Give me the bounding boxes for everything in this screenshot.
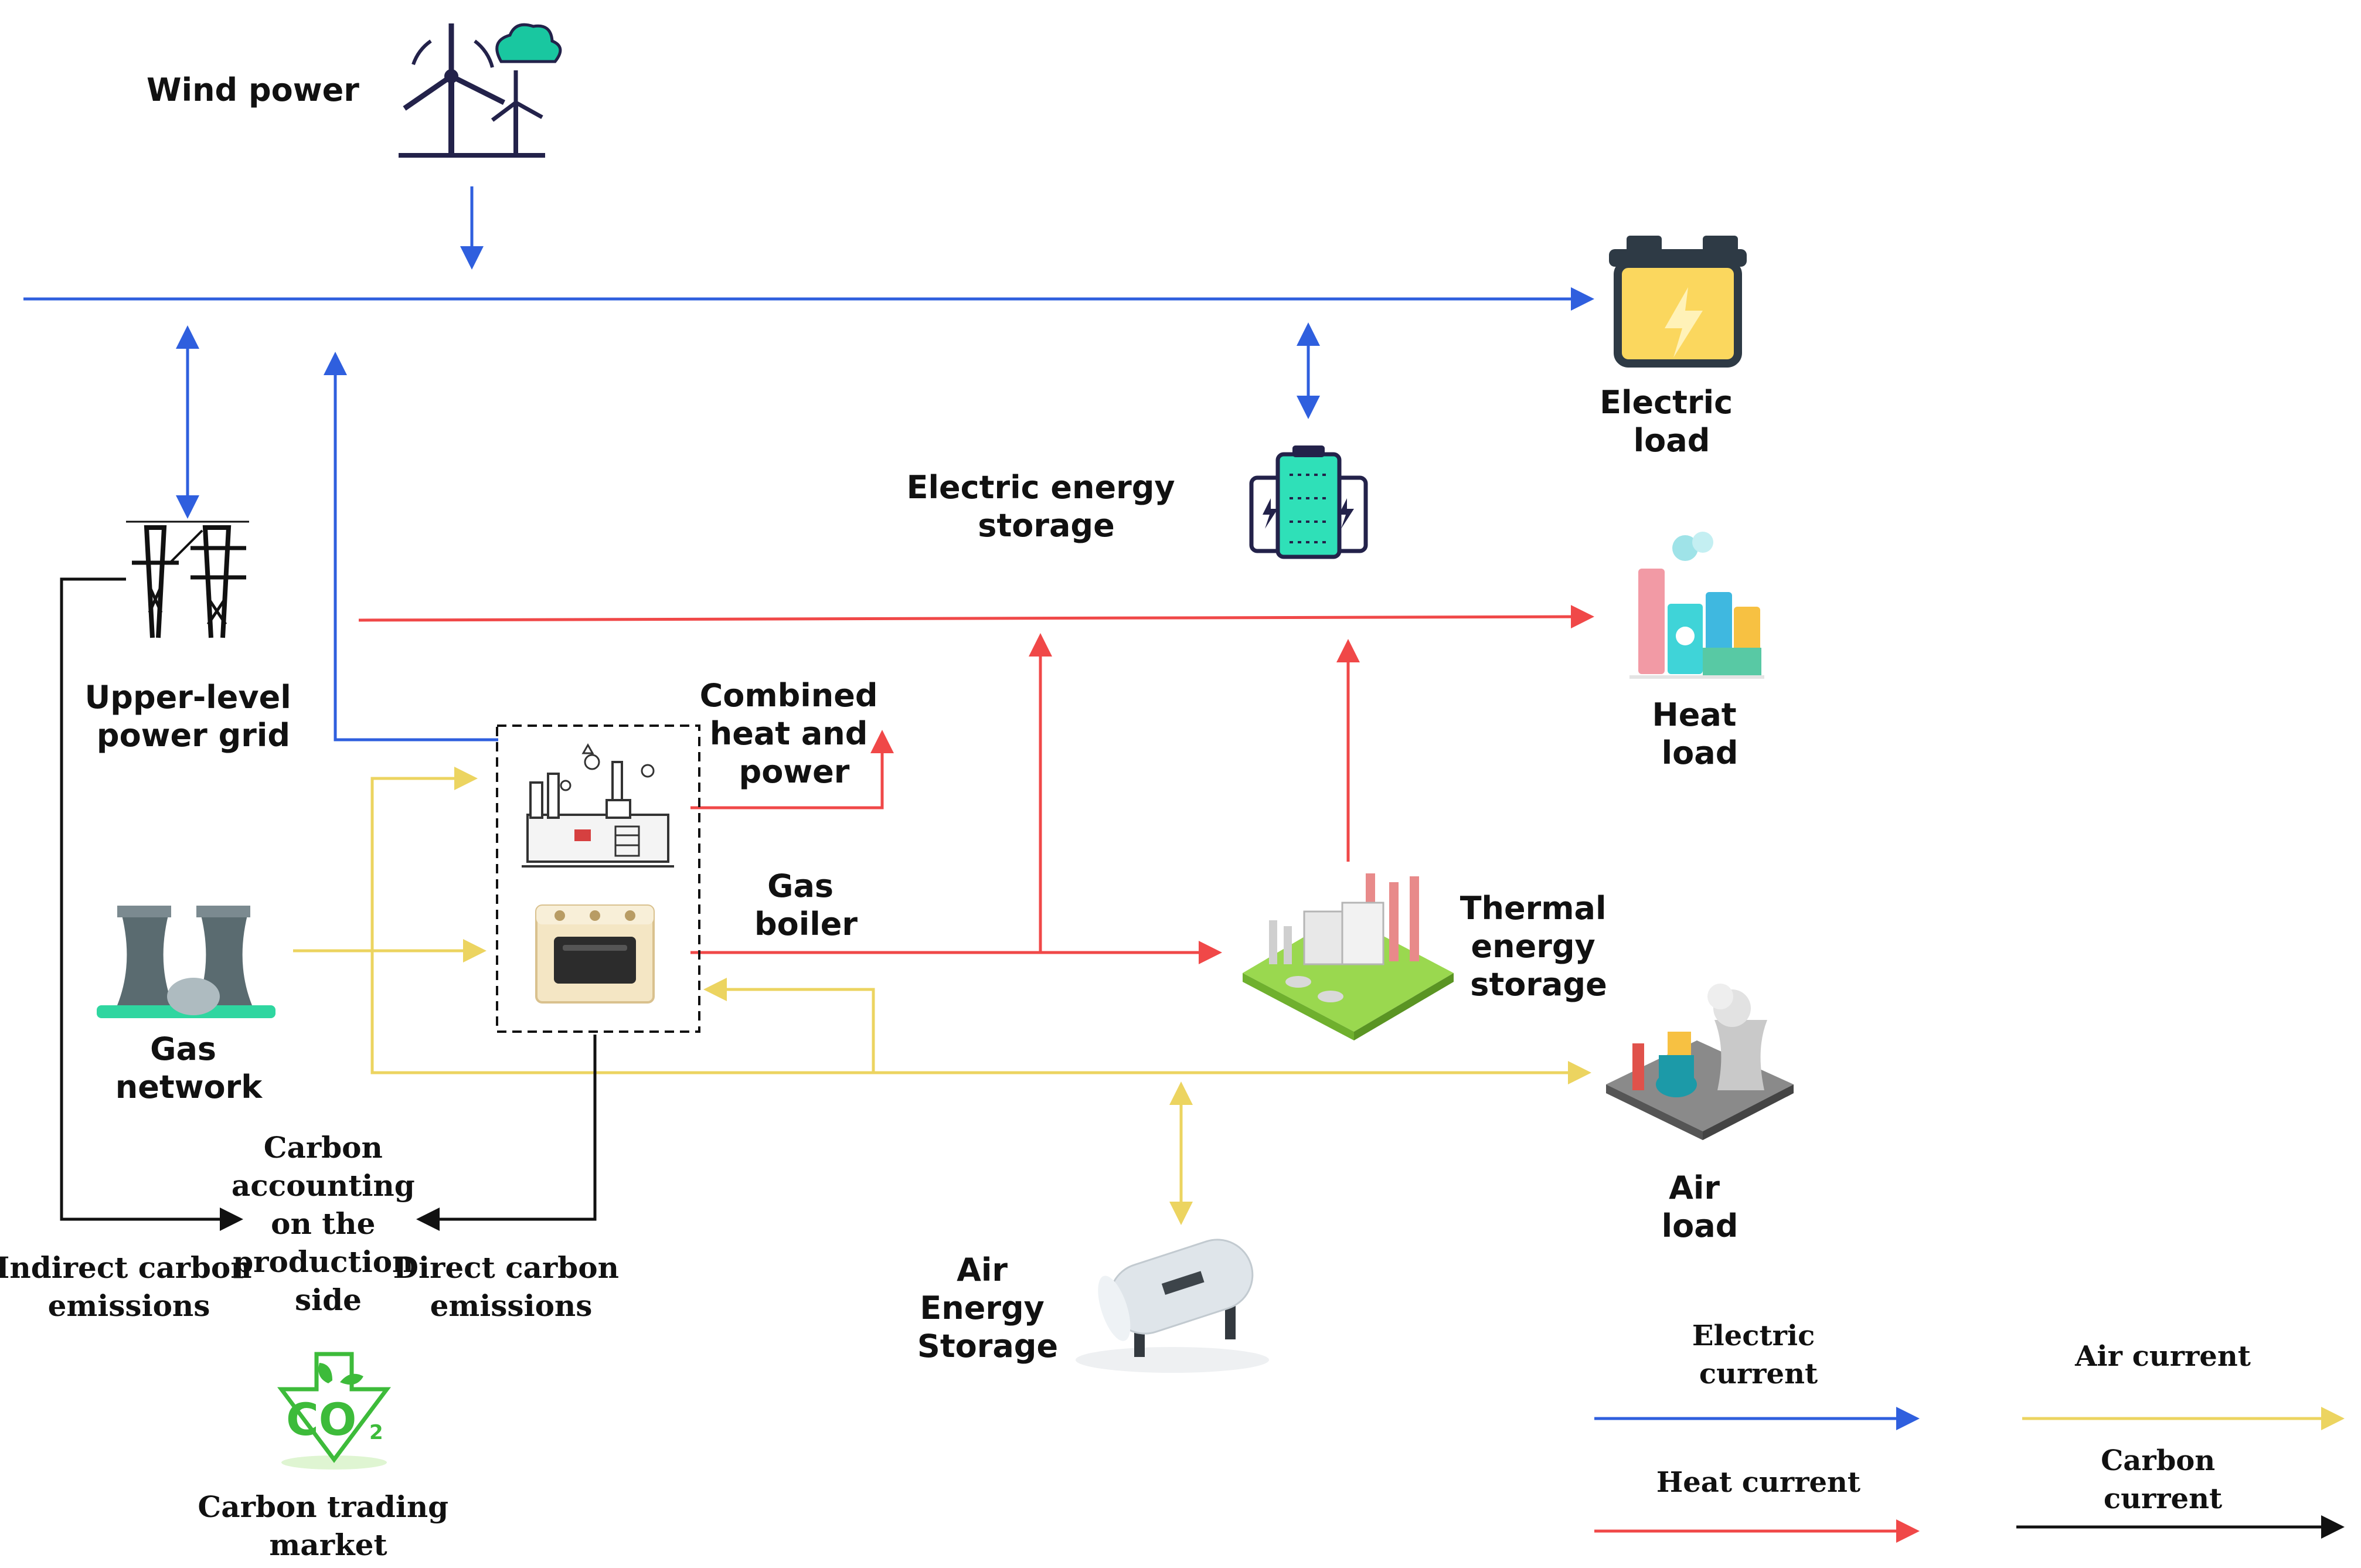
gas-network-cooling-tower-icon: [97, 906, 275, 1018]
air-storage-label: Air Energy Storage: [917, 1251, 1058, 1365]
indirect-carbon-arrow: [60, 577, 243, 1231]
gas-boiler-label: Gas boiler: [754, 868, 858, 943]
electric-load-label: Electric load: [1600, 384, 1744, 459]
air-main-loop: [370, 767, 1591, 1084]
legend-heat-label: Heat current: [1656, 1466, 1860, 1499]
co2-down-arrow-icon: CO 2: [277, 1352, 391, 1470]
co2-subscript: 2: [369, 1421, 383, 1444]
legend: Electric current Air current Heat curren…: [1594, 1319, 2345, 1543]
electric-flows: [23, 186, 1594, 742]
heat-flows: [358, 605, 1594, 964]
heat-load-factory-icon: [1629, 532, 1764, 679]
wind-turbine-icon: [399, 23, 562, 158]
legend-electric-label: Electric current: [1692, 1319, 1825, 1390]
direct-emissions-label: Direct carbon emissions: [393, 1250, 630, 1323]
chp-boiler-group-box: [496, 725, 700, 1033]
chp-to-bus-arrow: [324, 352, 498, 742]
energy-storage-battery-icon: [1249, 445, 1368, 559]
electric-storage-label: Electric energy storage: [907, 469, 1186, 544]
legend-air-label: Air current: [2074, 1340, 2251, 1373]
wind-power-label: Wind power: [147, 72, 359, 108]
legend-carbon-label: Carbon current: [2101, 1444, 2225, 1515]
upper-grid-label: Upper-level power grid: [84, 679, 302, 754]
air-load-label: Air load: [1662, 1169, 1739, 1244]
carbon-flows: [60, 577, 597, 1231]
air-flows: [293, 767, 1591, 1225]
air-return-to-box: [703, 978, 875, 1073]
indirect-emissions-label: Indirect carbon emissions: [0, 1250, 262, 1323]
carbon-accounting-label: Carbon accounting on the production side: [232, 1130, 425, 1317]
chp-plant-icon: [522, 743, 674, 868]
thermal-storage-plant-icon: [1243, 873, 1454, 1040]
gas-network-label: Gas network: [115, 1030, 263, 1106]
transmission-tower-icon: [126, 521, 249, 638]
thermal-storage-label: Thermal energy storage: [1460, 890, 1618, 1003]
air-load-plant-icon: [1606, 984, 1794, 1140]
gas-boiler-icon: [535, 904, 655, 1004]
co2-text: CO: [286, 1393, 356, 1445]
heat-load-label: Heat load: [1652, 696, 1748, 771]
carbon-market-label: Carbon trading market: [198, 1489, 458, 1562]
chp-label: Combined heat and power: [700, 677, 889, 790]
heat-main-line: [358, 605, 1594, 629]
direct-carbon-arrow: [416, 1035, 597, 1231]
air-storage-tank-icon: [1076, 1239, 1269, 1373]
battery-icon: [1609, 236, 1747, 368]
